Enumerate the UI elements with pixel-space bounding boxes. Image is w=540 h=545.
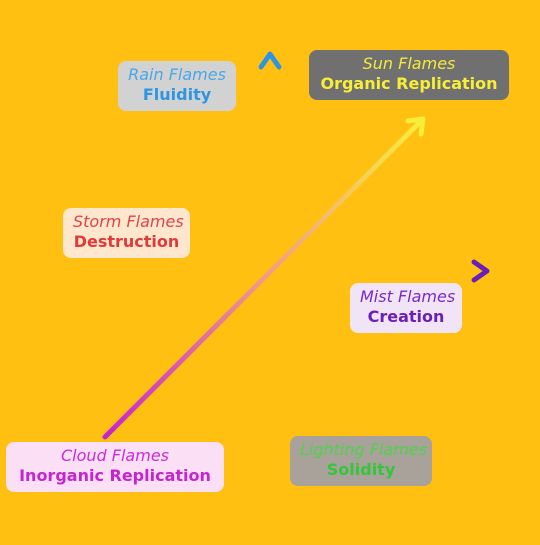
mist-flames-trait: Creation (367, 307, 445, 326)
storm-flames-trait: Destruction (73, 232, 180, 251)
sun-flames-label: Sun Flames Organic Replication (309, 50, 509, 100)
lightning-flames-trait: Solidity (326, 460, 396, 479)
mist-flames-name: Mist Flames (360, 287, 456, 306)
lightning-flames-name: Lighting Flames (300, 440, 427, 459)
cloud-flames-name: Cloud Flames (60, 446, 169, 465)
sun-flames-trait: Organic Replication (320, 74, 498, 93)
vertical-axis-arrowhead-icon (258, 51, 282, 70)
cloud-flames-trait: Inorganic Replication (19, 466, 211, 485)
rain-flames-label: Rain Flames Fluidity (118, 61, 236, 111)
storm-flames-name: Storm Flames (73, 212, 184, 231)
horizontal-axis-arrowhead-icon (471, 259, 490, 283)
rain-flames-trait: Fluidity (142, 85, 212, 104)
storm-flames-label: Storm Flames Destruction (63, 208, 190, 258)
sun-flames-name: Sun Flames (362, 54, 456, 73)
mist-flames-label: Mist Flames Creation (350, 283, 462, 333)
rain-flames-name: Rain Flames (128, 65, 226, 84)
diagonal-axis (102, 121, 421, 440)
diagonal-axis-arrowhead-icon (405, 116, 426, 137)
cloud-flames-label: Cloud Flames Inorganic Replication (6, 442, 224, 492)
lightning-flames-label: Lighting Flames Solidity (290, 436, 432, 486)
